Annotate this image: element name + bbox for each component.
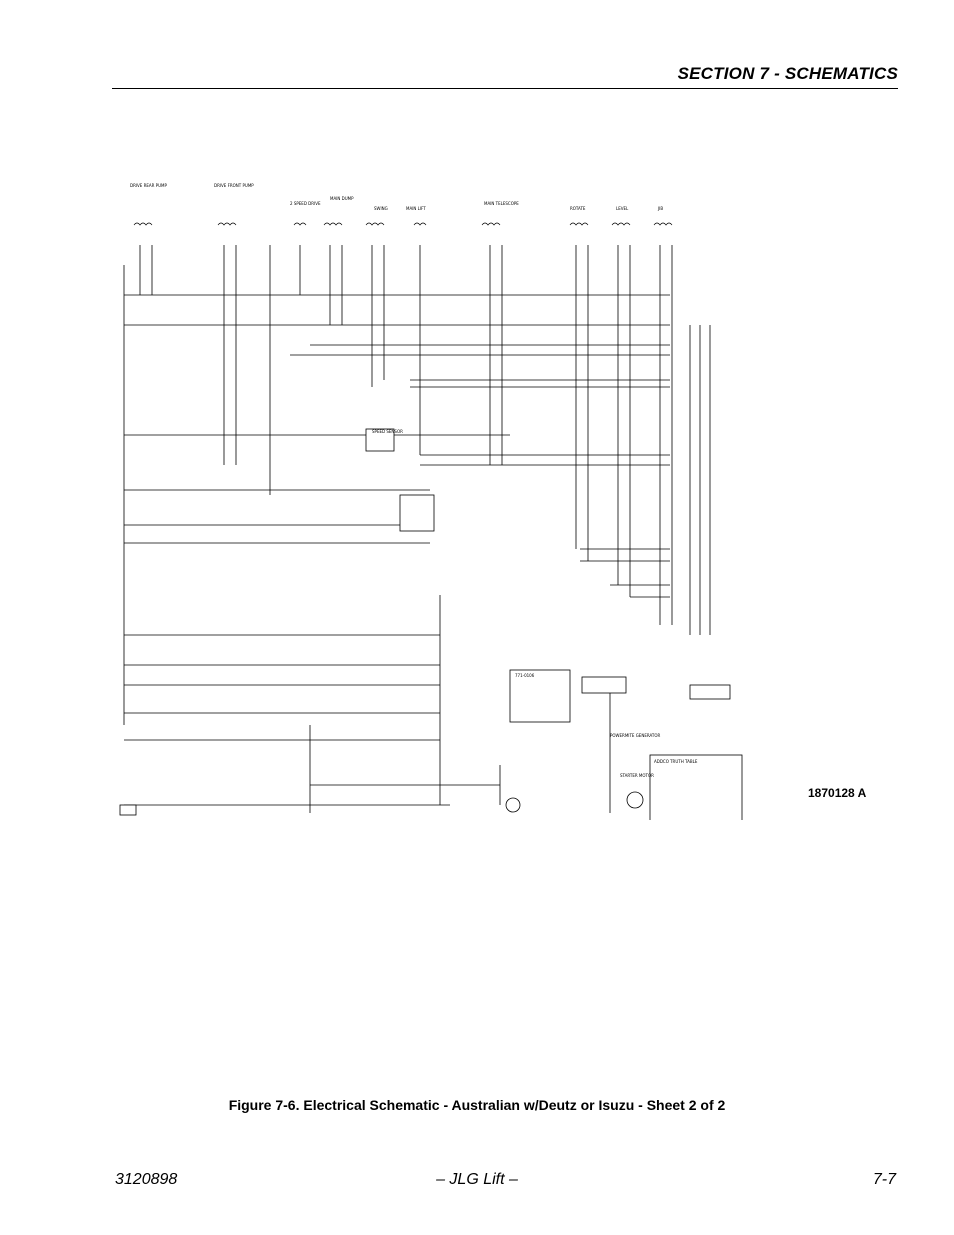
svg-text:LEVEL: LEVEL (616, 206, 629, 211)
figure-caption: Figure 7-6. Electrical Schematic - Austr… (228, 1097, 726, 1113)
svg-text:ADDCO TRUTH TABLE: ADDCO TRUTH TABLE (654, 759, 698, 764)
svg-text:ROTATE: ROTATE (570, 206, 586, 211)
svg-text:DRIVE FRONT PUMP: DRIVE FRONT PUMP (214, 183, 254, 188)
svg-text:MAIN DUMP: MAIN DUMP (330, 196, 354, 201)
svg-text:DRIVE REAR PUMP: DRIVE REAR PUMP (130, 183, 167, 188)
footer-page-number: 7-7 (872, 1171, 896, 1188)
wire-network (123, 245, 711, 813)
header-rule (112, 88, 898, 89)
svg-text:SPEED SENSOR: SPEED SENSOR (372, 429, 403, 434)
footer-document-number: 3120898 (115, 1171, 178, 1188)
section-title: SECTION 7 - SCHEMATICS (677, 64, 898, 83)
svg-text:MAIN TELESCOPE: MAIN TELESCOPE (484, 201, 519, 206)
svg-text:2 SPEED DRIVE: 2 SPEED DRIVE (290, 201, 321, 206)
component-boxes (119, 428, 743, 820)
svg-text:771-0106: 771-0106 (515, 673, 535, 678)
drawing-number: 1870128 A (808, 786, 867, 800)
svg-text:JIB: JIB (657, 206, 663, 211)
schematic-diagram: DRIVE REAR PUMP DRIVE FRONT PUMP 2 SPEED… (119, 183, 743, 820)
svg-text:STARTER MOTOR: STARTER MOTOR (620, 773, 654, 778)
svg-text:MAIN LIFT: MAIN LIFT (406, 206, 426, 211)
coil-symbols (133, 222, 673, 226)
svg-text:POWERMITE GENERATOR: POWERMITE GENERATOR (610, 733, 660, 738)
ground-and-motor-symbols (505, 791, 644, 813)
component-label-text: DRIVE REAR PUMP DRIVE FRONT PUMP 2 SPEED… (130, 183, 698, 778)
svg-text:SWING: SWING (374, 206, 388, 211)
footer-publisher: – JLG Lift – (436, 1171, 518, 1188)
